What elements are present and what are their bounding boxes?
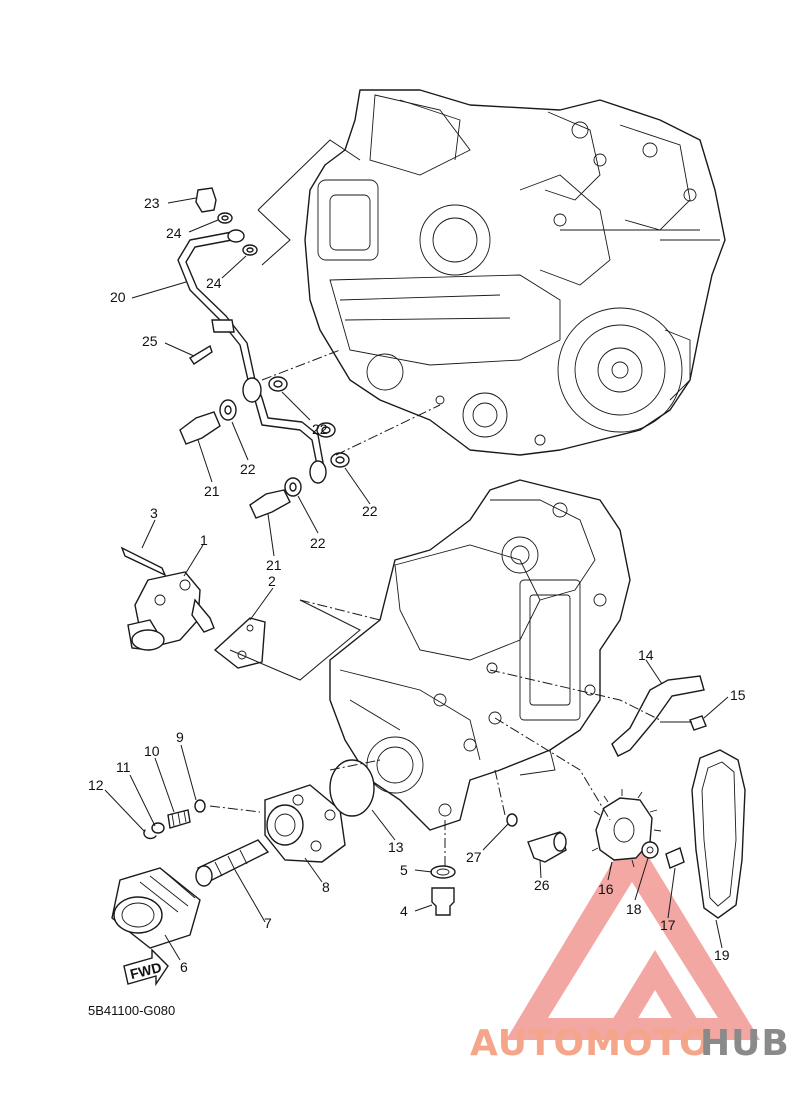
watermark-text-main: AUTOMOTO	[470, 1023, 711, 1064]
oil-pump-group	[120, 546, 266, 669]
callout-17: 17	[660, 917, 676, 933]
callout-23: 23	[144, 195, 160, 211]
callout-24-b: 24	[206, 275, 222, 291]
callout-3: 3	[150, 505, 158, 521]
fwd-label: FWD	[128, 959, 163, 982]
callout-22-c: 22	[362, 503, 378, 519]
drive-group	[591, 675, 746, 919]
callout-25: 25	[142, 333, 158, 349]
hardware-upper-left	[179, 187, 350, 519]
callout-21-b: 21	[266, 557, 282, 573]
callout-27: 27	[466, 849, 482, 865]
callout-20: 20	[110, 289, 126, 305]
callout-21-a: 21	[204, 483, 220, 499]
watermark-logo: AUTOMOTO HUB	[470, 1023, 790, 1064]
callout-26: 26	[534, 877, 550, 893]
oil-filter-group	[111, 759, 375, 949]
leader-lines	[104, 197, 729, 961]
drain-group	[430, 813, 567, 916]
callout-10: 10	[144, 743, 160, 759]
callout-labels: 1 2 3 4 5 6 7 8 9 10 11 12 13 14 15 16 1…	[88, 195, 746, 975]
watermark-text-hub: HUB	[700, 1023, 790, 1064]
callout-14: 14	[638, 647, 654, 663]
callout-7: 7	[264, 915, 272, 931]
callout-18: 18	[626, 901, 642, 917]
drawing-code: 5B41100-G080	[88, 1003, 175, 1018]
callout-5: 5	[400, 862, 408, 878]
callout-11: 11	[116, 759, 131, 775]
watermark-triangle	[506, 830, 760, 1040]
callout-13: 13	[388, 839, 404, 855]
callout-15: 15	[730, 687, 746, 703]
callout-22-a: 22	[312, 421, 328, 437]
callout-4: 4	[400, 903, 408, 919]
callout-9: 9	[176, 729, 184, 745]
crankcase-lower	[329, 479, 631, 831]
fwd-arrow: FWD	[123, 948, 169, 987]
callout-19: 19	[714, 947, 730, 963]
callout-24-a: 24	[166, 225, 182, 241]
callout-6: 6	[180, 959, 188, 975]
callout-22-d: 22	[310, 535, 326, 551]
callout-2: 2	[268, 573, 276, 589]
engine-upper-assembly	[304, 89, 726, 456]
callout-8: 8	[322, 879, 330, 895]
callout-1: 1	[200, 532, 208, 548]
callout-22-b: 22	[240, 461, 256, 477]
callout-16: 16	[598, 881, 614, 897]
callout-12: 12	[88, 777, 104, 793]
oil-delivery-pipe	[177, 229, 327, 484]
reference-lines	[209, 139, 661, 868]
